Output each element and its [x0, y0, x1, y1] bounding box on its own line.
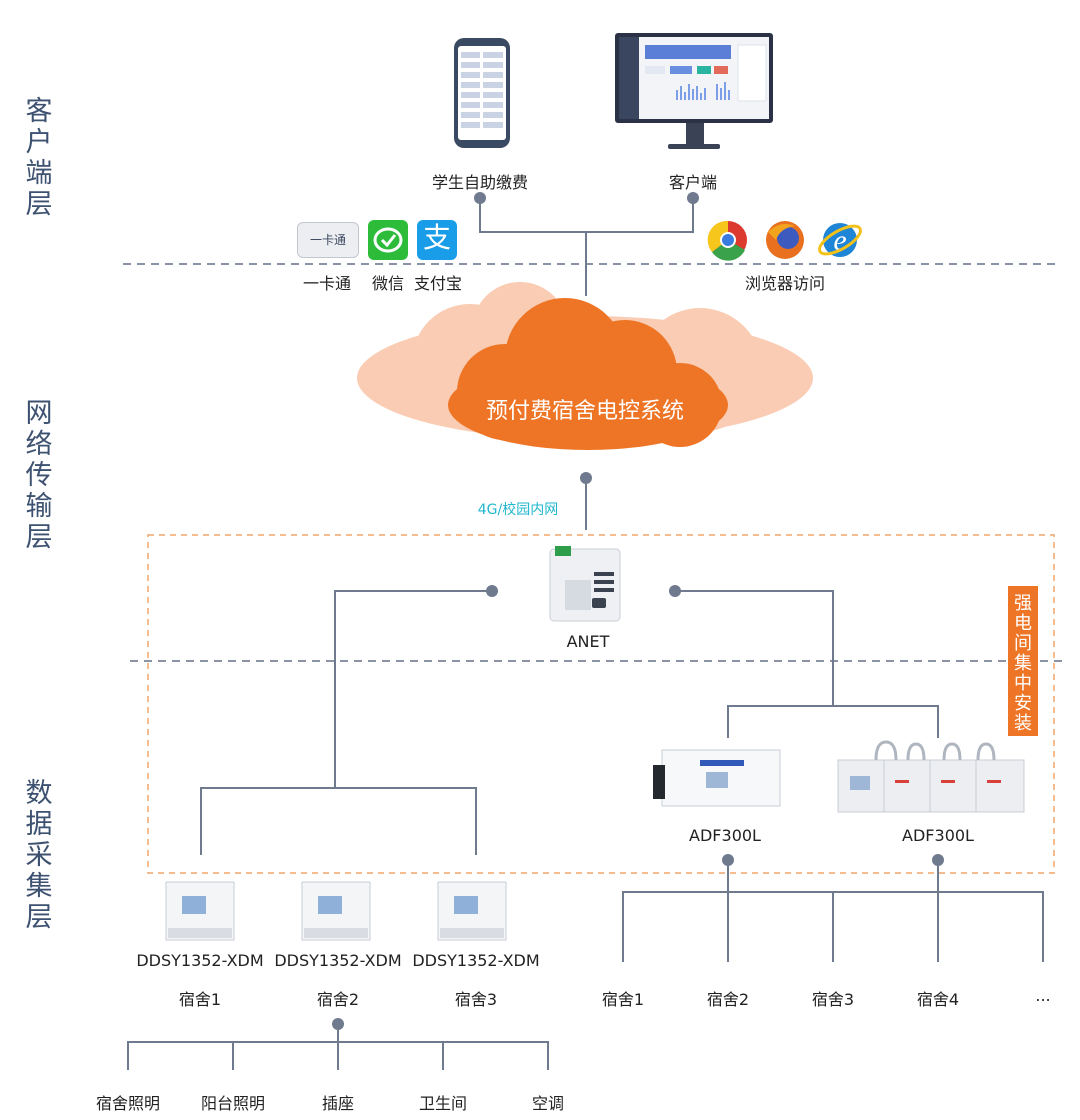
install-note: 强电间集中安装 [1008, 586, 1038, 736]
layer-label-network: 网络传输层 [25, 398, 53, 553]
ddsy-room-label: 宿舍1 [178, 990, 222, 1009]
adf300l-left-device [653, 749, 781, 807]
browser-access-label: 浏览器访问 [744, 274, 826, 293]
connector-dot-anet-right [669, 585, 681, 597]
ddsy-meter-1 [165, 881, 235, 941]
adf-room-label: 宿舍4 [916, 990, 960, 1009]
ddsy-room-label: 宿舍2 [316, 990, 360, 1009]
connector-dot-cloud [580, 472, 592, 484]
load-label: 阳台照明 [200, 1094, 266, 1113]
connector-dot-student [474, 192, 486, 204]
layer-label-client: 客户端层 [25, 96, 53, 220]
chrome-icon [707, 220, 747, 261]
connector-dot-anet-left [486, 585, 498, 597]
alipay-glyph: 支 [422, 221, 451, 254]
connector-dot-room2 [332, 1018, 344, 1030]
alipay-label: 支付宝 [413, 274, 463, 293]
wechat-icon [368, 220, 408, 260]
adf-room-label: 宿舍2 [706, 990, 750, 1009]
client-links [479, 198, 694, 296]
adf-room-label: 宿舍1 [601, 990, 645, 1009]
campus-card-icon: 一卡通 [297, 222, 359, 258]
ddsy-label: DDSY1352-XDM [412, 951, 540, 970]
ddsy-label: DDSY1352-XDM [136, 951, 264, 970]
adf-room-label: 宿舍3 [811, 990, 855, 1009]
adf-left-label: ADF300L [689, 826, 761, 845]
anet-label: ANET [566, 632, 610, 651]
adf-room-label-more: ... [1035, 986, 1051, 1005]
cloud-shape [357, 282, 813, 450]
ddsy-room-label: 宿舍3 [454, 990, 498, 1009]
anet-device [549, 546, 621, 622]
student-pay-label: 学生自助缴费 [431, 173, 529, 192]
ddsy-meter-2 [301, 881, 371, 941]
anet-links [200, 590, 939, 855]
cloud-title: 预付费宿舍电控系统 [485, 399, 685, 424]
load-label: 插座 [321, 1094, 355, 1113]
campus-card-label: 一卡通 [302, 274, 352, 293]
ddsy-label: DDSY1352-XDM [274, 951, 402, 970]
link-label: 4G/校园内网 [477, 502, 559, 518]
load-label: 卫生间 [418, 1094, 468, 1113]
load-links [127, 1024, 549, 1070]
adf300l-right-device [837, 740, 1025, 813]
ie-icon: e [818, 223, 862, 257]
adf-room-links [622, 860, 1044, 962]
load-label: 宿舍照明 [95, 1094, 161, 1113]
connector-dot-adf-left [722, 854, 734, 866]
connector-dot-adf-right [932, 854, 944, 866]
layer-label-collection: 数据采集层 [25, 778, 53, 933]
adf-right-label: ADF300L [902, 826, 974, 845]
load-label: 空调 [531, 1094, 565, 1113]
firefox-icon [766, 221, 804, 259]
wechat-label: 微信 [371, 274, 405, 293]
monitor-device [615, 33, 773, 149]
alipay-icon [417, 220, 457, 260]
phone-device [454, 38, 510, 148]
client-app-label: 客户端 [668, 173, 718, 192]
connector-dot-client [687, 192, 699, 204]
ddsy-meter-3 [437, 881, 507, 941]
install-zone [147, 534, 1055, 874]
